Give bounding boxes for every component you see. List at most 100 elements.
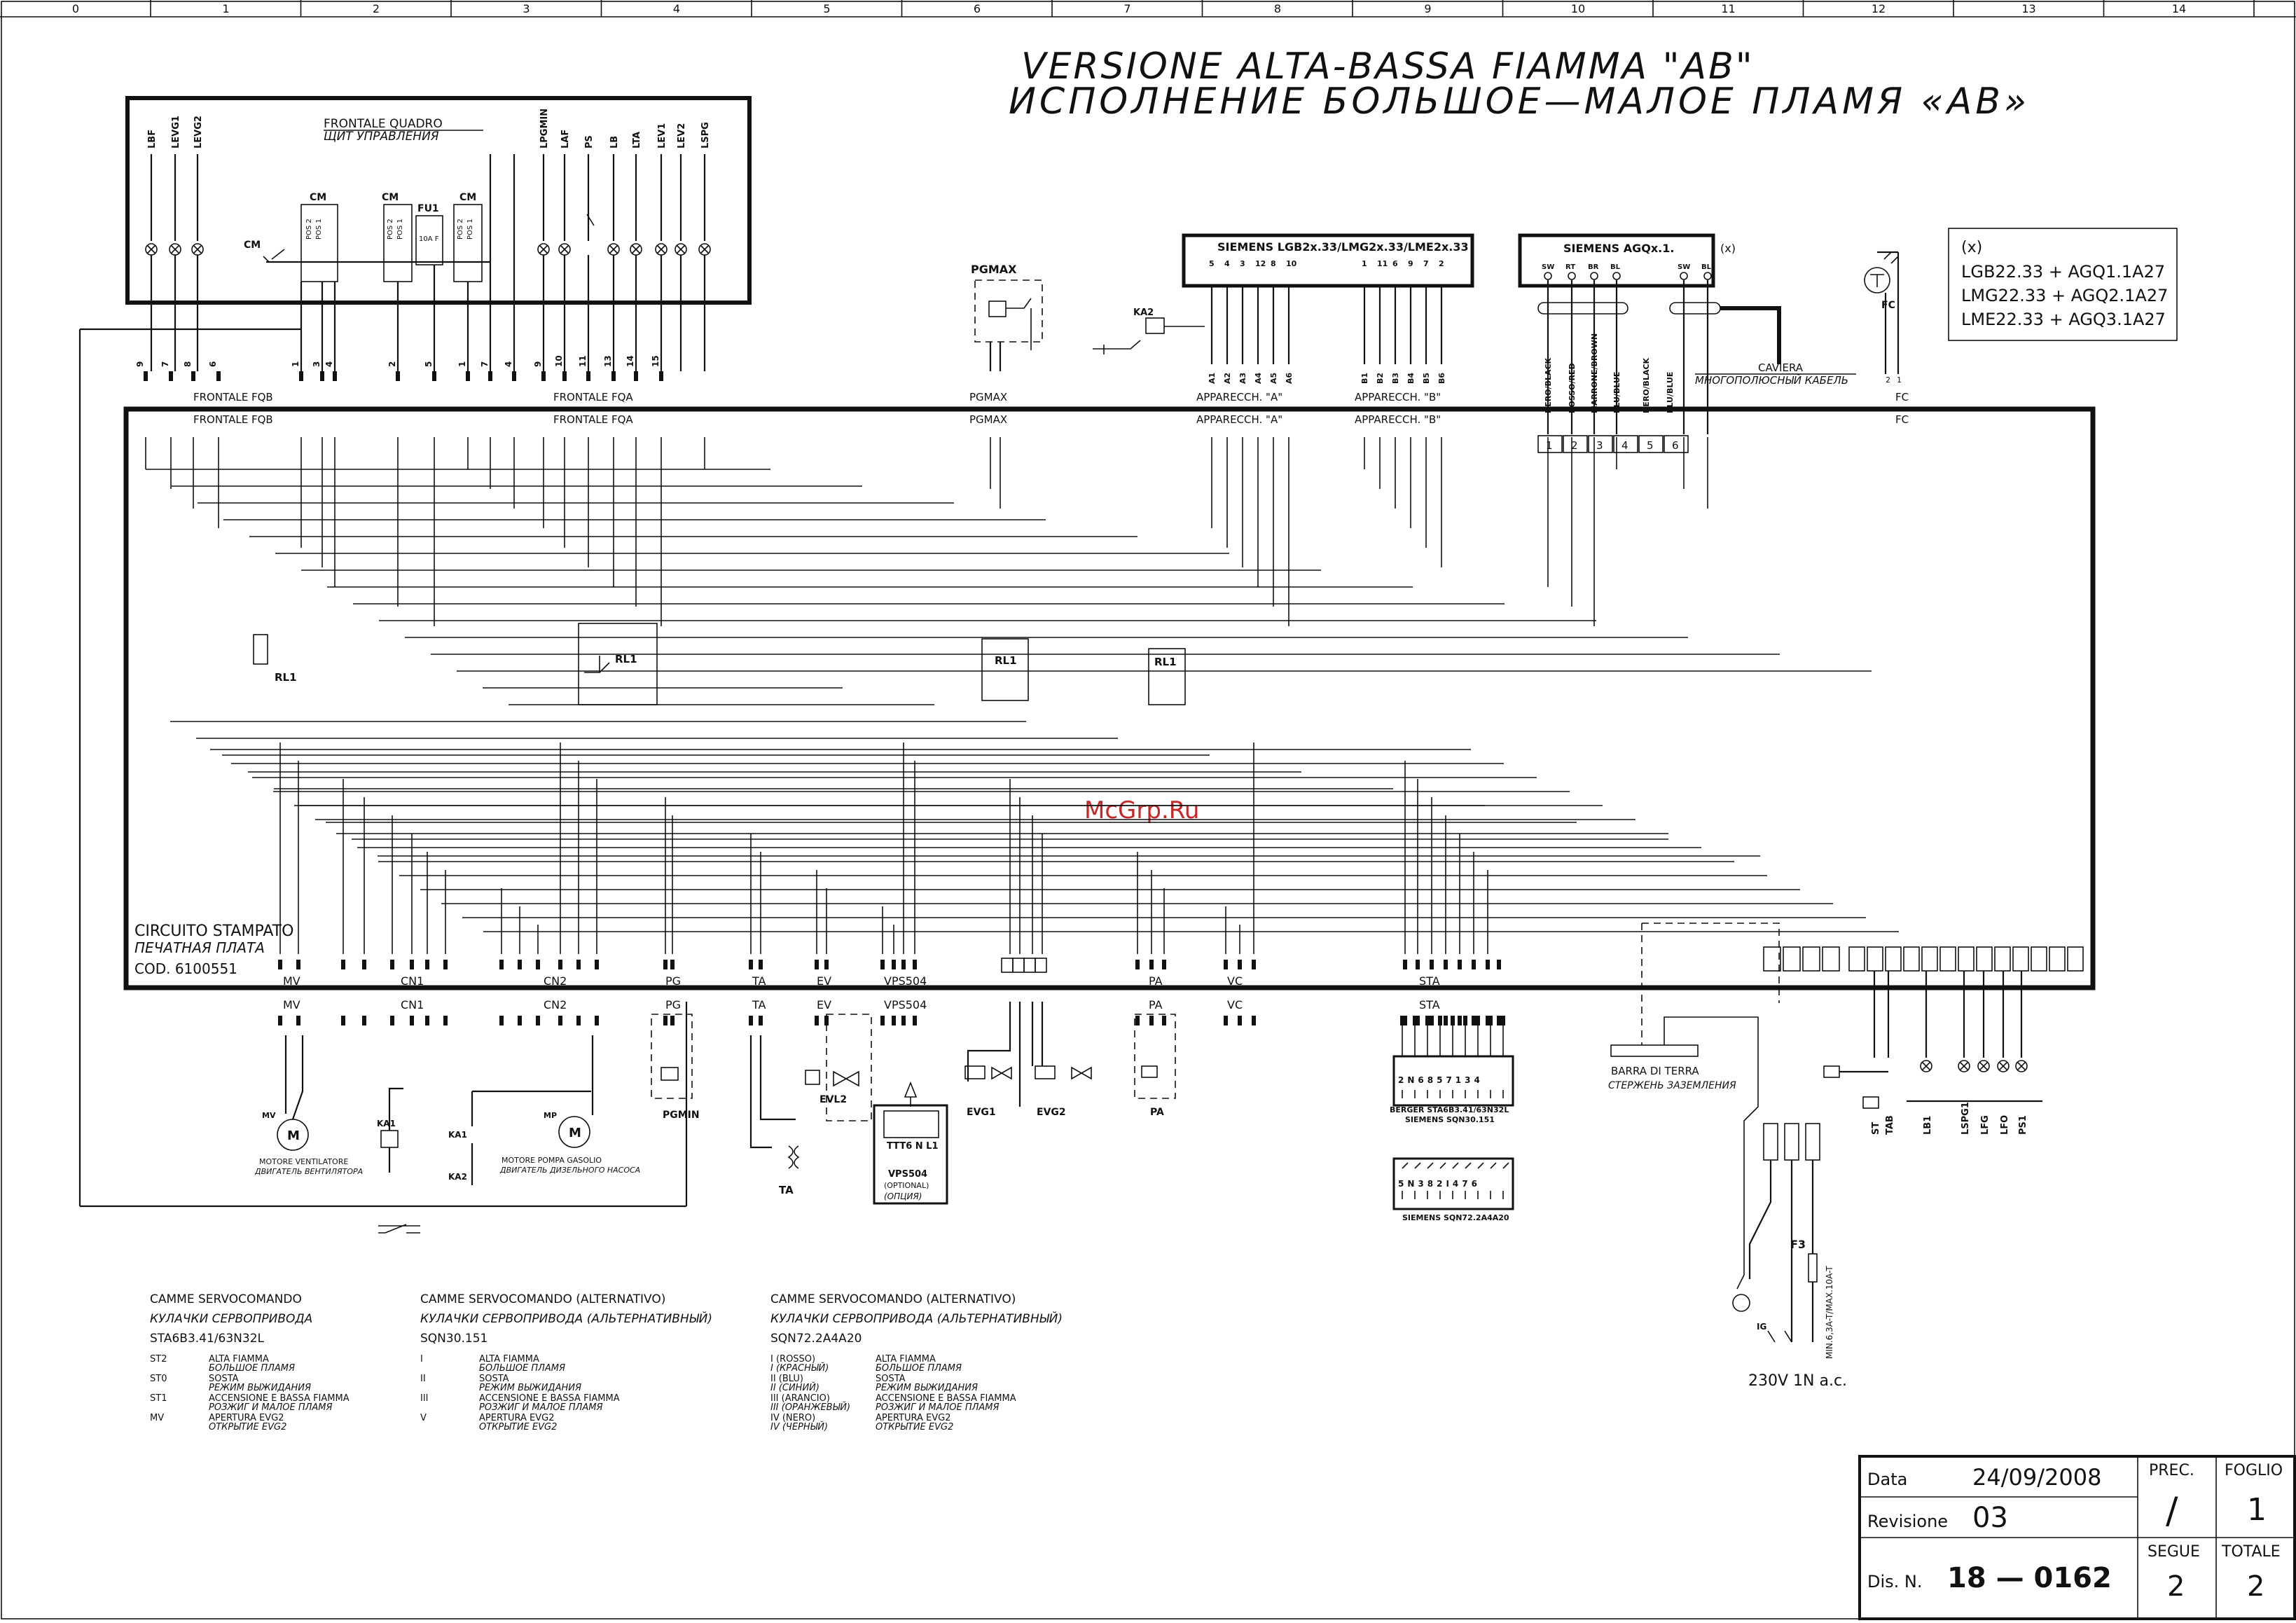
device-ps1-icon bbox=[2015, 1060, 2028, 1072]
device-lspg1-icon bbox=[1958, 1060, 1970, 1072]
sta-cable-pin bbox=[1451, 1016, 1455, 1025]
cam-desc: ALTA FIAMMA bbox=[479, 1354, 539, 1365]
panel-terminal-pin bbox=[586, 371, 590, 381]
cam-key: II bbox=[420, 1374, 426, 1384]
pcb-bottom-pin bbox=[1472, 960, 1476, 969]
evg1-label: EVG1 bbox=[967, 1107, 996, 1118]
panel-terminal-4: 4 bbox=[504, 361, 513, 367]
cam-desc: ALTA FIAMMA bbox=[209, 1354, 269, 1365]
output-terminal-box bbox=[1994, 946, 2011, 972]
pcb-bottom-pin bbox=[1252, 960, 1256, 969]
tab-thermostat-icon bbox=[1862, 1096, 1879, 1109]
output-terminal-box bbox=[1903, 946, 1920, 972]
app-a-pin-a1: A1 bbox=[1208, 373, 1217, 384]
output-terminal-box bbox=[1939, 946, 1956, 972]
pcb-bottom-pin bbox=[1497, 960, 1501, 969]
pos-1-a: POS 1 bbox=[315, 219, 323, 240]
fc-pin-2: 2 bbox=[1886, 375, 1890, 385]
conn-app-b-top: APPARECCH. "B" bbox=[1355, 391, 1441, 403]
cable-pin bbox=[518, 1016, 522, 1025]
cam-key: III (ARANCIO) bbox=[770, 1393, 830, 1404]
tb-foglio-value: 1 bbox=[2247, 1492, 2267, 1528]
tb-segue-label: SEGUE bbox=[2148, 1543, 2200, 1561]
sta-cable-pin bbox=[1400, 1016, 1404, 1025]
svg-text:M: M bbox=[569, 1126, 581, 1140]
watermark: McGrp.Ru bbox=[1084, 796, 1199, 824]
pcb-bottom-pin bbox=[595, 960, 599, 969]
panel-title-it: FRONTALE QUADRO bbox=[324, 117, 443, 131]
lamp-label-lta: LTA bbox=[632, 132, 642, 149]
agq-terminal-5: 5 bbox=[1647, 439, 1654, 452]
cam-desc-ru: ОТКРЫТИЕ EVG2 bbox=[479, 1422, 557, 1432]
earth-bar: BARRA DI TERRA СТЕРЖЕНЬ ЗАЗЕМЛЕНИЯ bbox=[1608, 923, 1780, 1290]
ka2-label-top: KA2 bbox=[1133, 308, 1154, 318]
cam-desc-ru: БОЛЬШОЕ ПЛАМЯ bbox=[209, 1363, 295, 1374]
cable-pin bbox=[1162, 1016, 1166, 1025]
lamp-label-levg2: LEVG2 bbox=[193, 116, 204, 149]
cable-conn-pg: PG bbox=[665, 998, 681, 1011]
panel-terminal-9: 9 bbox=[135, 361, 145, 367]
cable-pin bbox=[1458, 1016, 1462, 1025]
ruler-cell-9: 9 bbox=[1424, 2, 1431, 15]
ruler-cell-5: 5 bbox=[823, 2, 830, 15]
ka1-relay: KA1 bbox=[377, 1087, 420, 1234]
lgb-pin-3: 3 bbox=[1240, 259, 1245, 268]
pcb-bottom-pin bbox=[1416, 960, 1420, 969]
agq-pin-sw: SW bbox=[1678, 263, 1690, 271]
lamp-lta-icon bbox=[630, 243, 642, 256]
pump-motor-it: MOTORE POMPA GASOLIO bbox=[502, 1156, 602, 1165]
siemens-agq-title: SIEMENS AGQx.1. bbox=[1563, 242, 1674, 255]
pcb-bottom-pin bbox=[892, 960, 896, 969]
connector-labels-top: FRONTALE FQB FRONTALE FQA PGMAX APPARECC… bbox=[193, 391, 1909, 403]
cam-model-0: STA6B3.41/63N32L bbox=[150, 1332, 265, 1346]
cam-model-1: SQN30.151 bbox=[420, 1332, 487, 1346]
pcb-conn-cn2: CN2 bbox=[544, 974, 567, 988]
cam-desc-ru: РЕЖИМ ВЫЖИДАНИЯ bbox=[479, 1383, 581, 1393]
cable-pin bbox=[1430, 1016, 1434, 1025]
device-label-lb1: LB1 bbox=[1923, 1116, 1933, 1135]
conn-pgmax: PGMAX bbox=[969, 413, 1007, 426]
cable-pin bbox=[1497, 1016, 1501, 1025]
pump-motor: M MP MOTORE POMPA GASOLIO ДВИГАТЕЛЬ ДИЗЕ… bbox=[448, 1035, 640, 1185]
cam-title-ru-2: КУЛАЧКИ СЕРВОПРИВОДА (АЛЬТЕРНАТИВНЫЙ) bbox=[770, 1311, 1063, 1326]
pos-2-c: POS 2 bbox=[457, 219, 464, 240]
agq-terminal-box bbox=[1588, 435, 1613, 453]
pcb-bottom-pin bbox=[913, 960, 917, 969]
ruler-cell-2: 2 bbox=[373, 2, 380, 15]
pcb-conn-pg: PG bbox=[665, 974, 681, 988]
lamp-levg1-icon bbox=[169, 243, 181, 256]
agq-pin-screw bbox=[1568, 272, 1576, 280]
cable-pin bbox=[1252, 1016, 1256, 1025]
output-terminal-box bbox=[2049, 946, 2066, 972]
ruler-cell-3: 3 bbox=[523, 2, 530, 15]
agq-pin-screw bbox=[1680, 272, 1688, 280]
lamp-label-laf: LAF bbox=[560, 130, 571, 149]
panel-terminal-pin bbox=[541, 371, 546, 381]
evg-terminal-box bbox=[1001, 958, 1014, 973]
cam-key: ST1 bbox=[150, 1393, 167, 1404]
sta-cable-pin bbox=[1476, 1016, 1480, 1025]
sta-switch-icon bbox=[1502, 1090, 1509, 1199]
cm-label-main: CM bbox=[244, 240, 261, 251]
panel-terminal-pin bbox=[512, 371, 516, 381]
tb-rev-value: 03 bbox=[1972, 1502, 2008, 1534]
cable-pin bbox=[362, 1016, 366, 1025]
pcb-board: FRONTALE FQB FRONTALE FQA PGMAX APPARECC… bbox=[123, 406, 2096, 990]
pcb-bottom-pin bbox=[880, 960, 885, 969]
ruler-cell-0: 0 bbox=[72, 2, 79, 15]
sta-switch-icon bbox=[1402, 1090, 1409, 1199]
lamp-lev2-icon bbox=[675, 243, 687, 256]
cable-pin bbox=[443, 1016, 448, 1025]
cm-label-2: CM bbox=[382, 192, 399, 203]
pcb-bottom-pin bbox=[362, 960, 366, 969]
cam-desc: SOSTA bbox=[209, 1374, 239, 1384]
pcb-conn-vc: VC bbox=[1227, 974, 1243, 988]
agq-pin-rt: RT bbox=[1565, 263, 1575, 271]
sta-switch-icon bbox=[1477, 1090, 1484, 1199]
pcb-bottom-pin bbox=[759, 960, 763, 969]
cam-desc-ru: РЕЖИМ ВЫЖИДАНИЯ bbox=[876, 1383, 978, 1393]
sta-switch-icon bbox=[1414, 1090, 1421, 1199]
ruler-cell-10: 10 bbox=[1571, 2, 1585, 15]
